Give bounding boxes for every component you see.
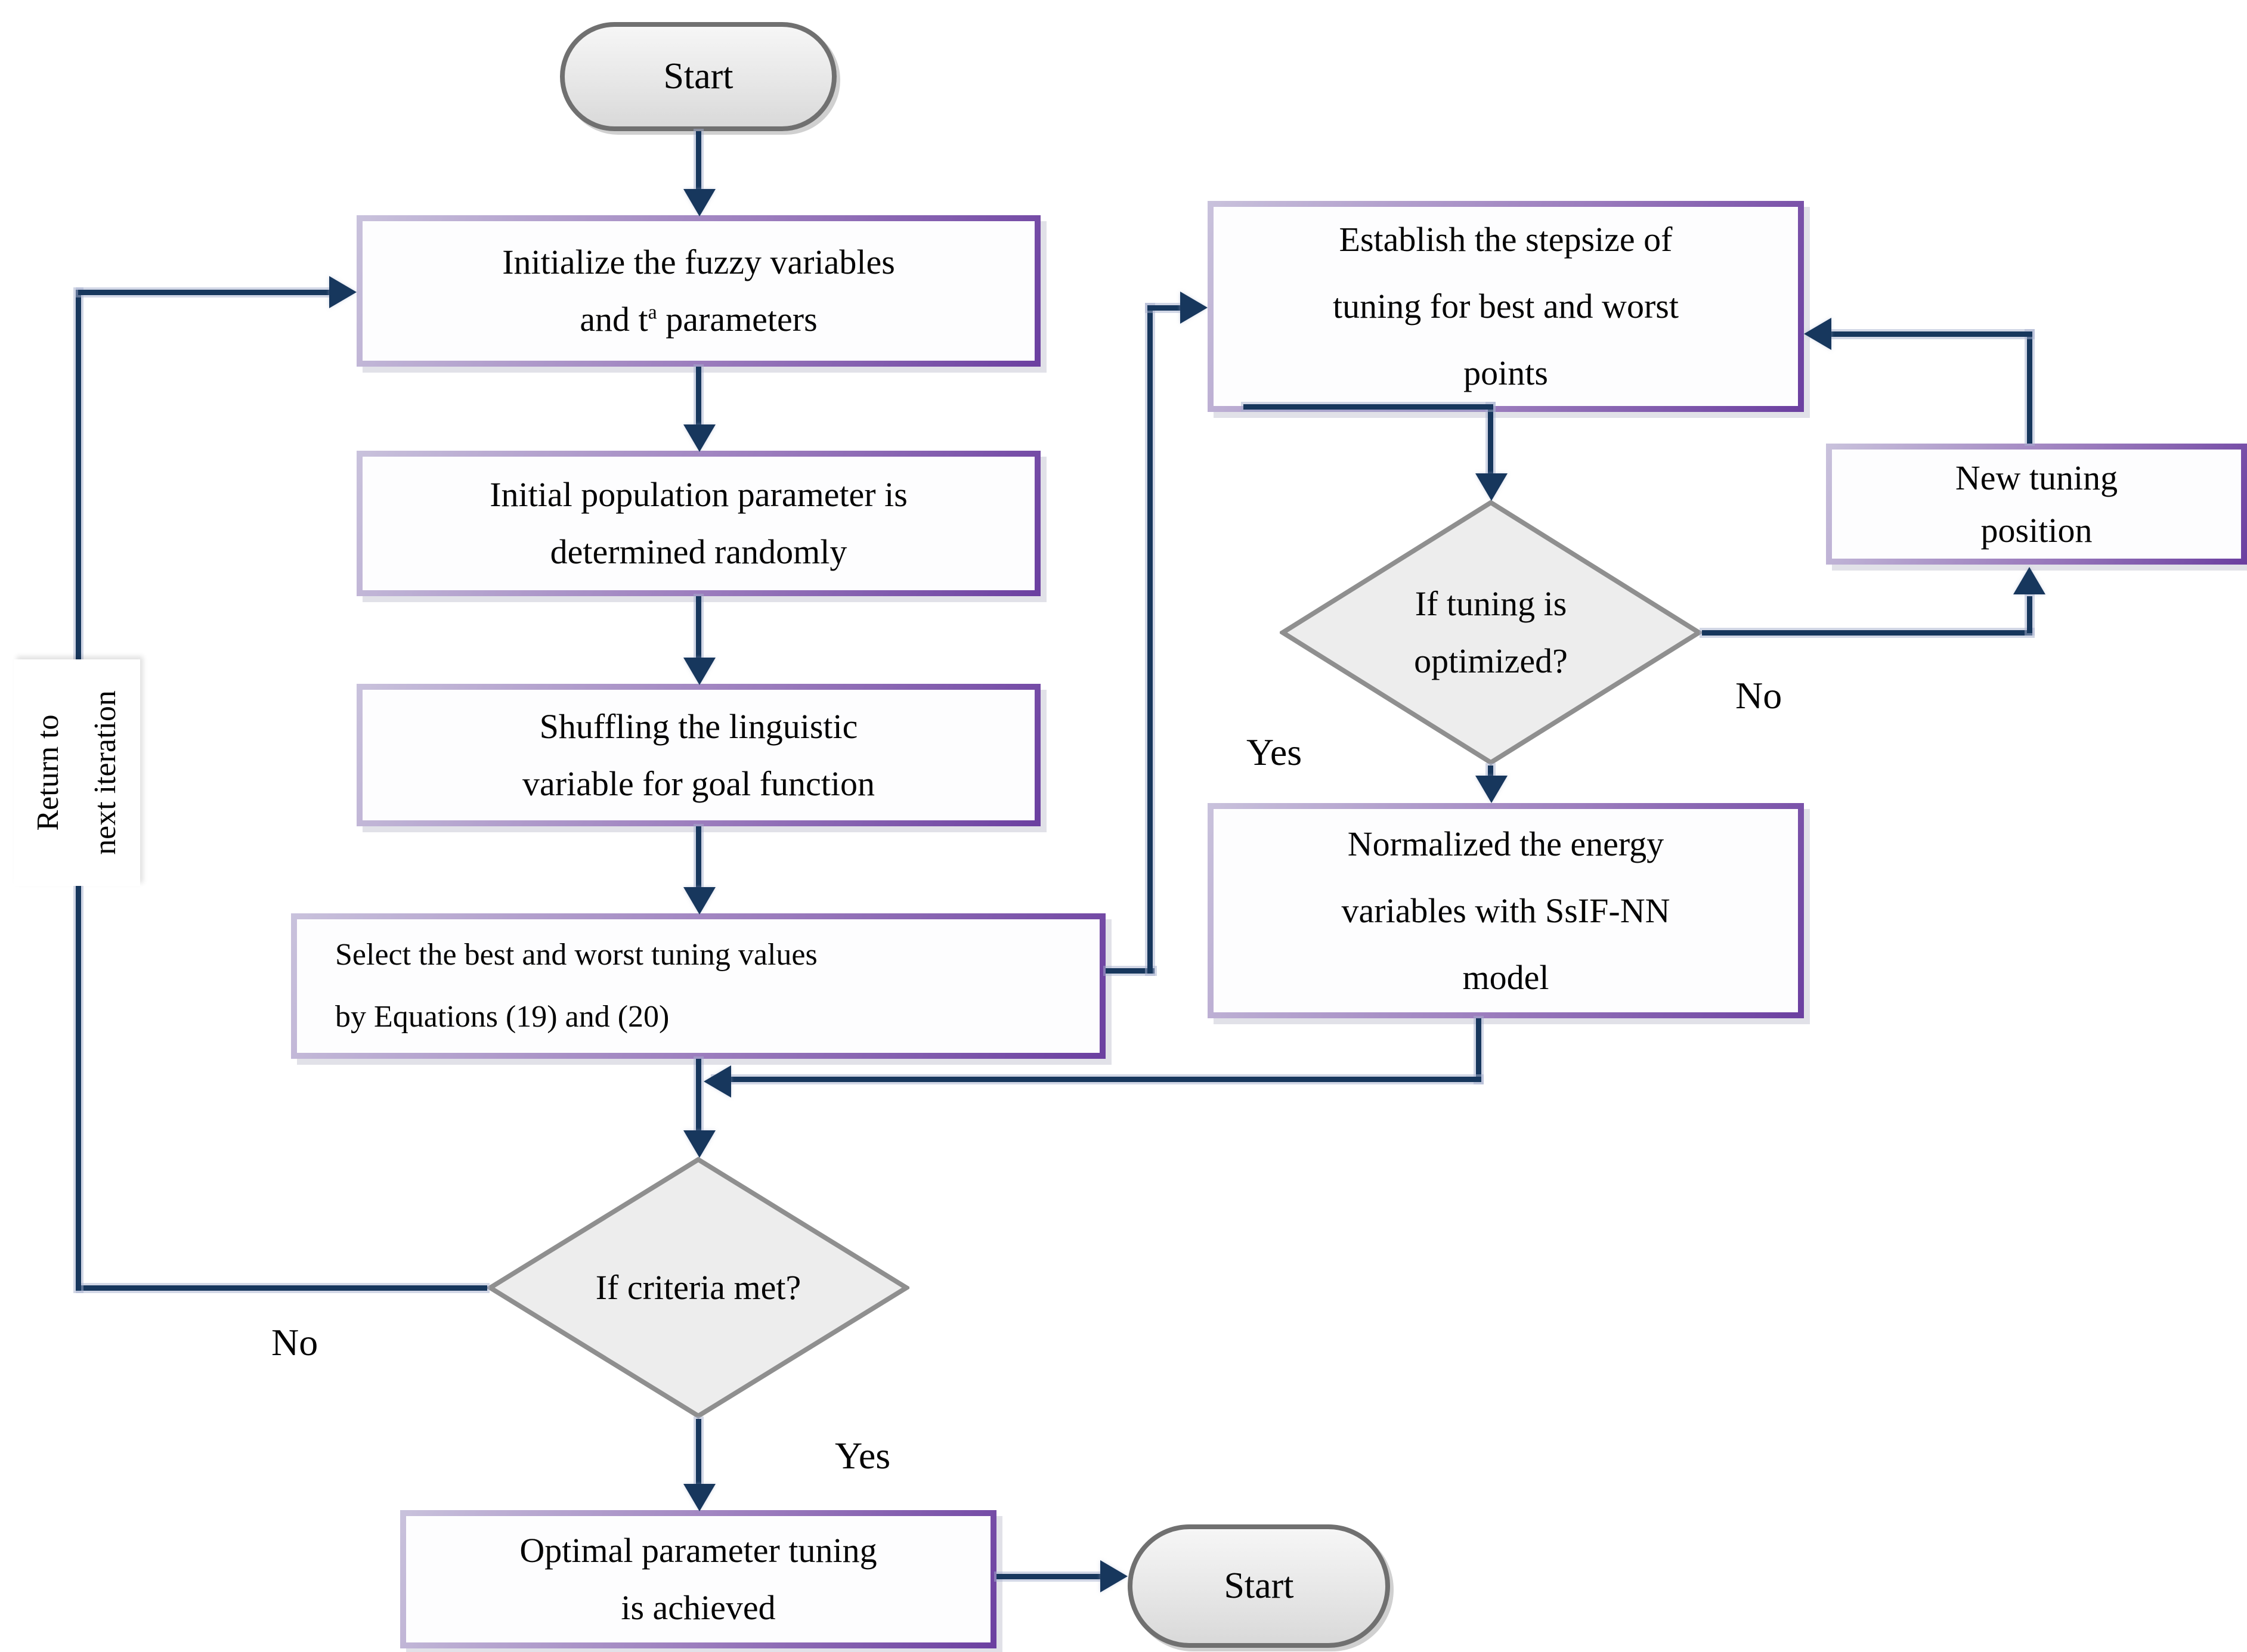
shuffling-line2: variable for goal function xyxy=(522,764,875,803)
edge-newtuning-to-establish-v xyxy=(2027,331,2032,444)
process-optimal-tuning-achieved: Optimal parameter tuning is achieved xyxy=(400,1510,996,1648)
criteria-decision-line1: If criteria met? xyxy=(595,1268,801,1307)
arrowhead-right xyxy=(1180,292,1208,324)
edge-criteria-no-loop-h xyxy=(78,290,331,295)
edge-newtuning-to-establish-h xyxy=(1822,331,2032,337)
edge-criteria-yes-v xyxy=(696,1419,701,1487)
arrowhead-right xyxy=(1100,1560,1128,1592)
edge-tuning-no-v xyxy=(2027,596,2032,633)
edge-initialize-to-population xyxy=(696,367,701,433)
select-line2: by Equations (19) and (20) xyxy=(335,1000,670,1034)
tuning-decision-line2: optimized? xyxy=(1414,641,1568,680)
population-line2: determined randomly xyxy=(550,532,847,571)
shuffling-line1: Shuffling the linguistic xyxy=(539,706,858,746)
initialize-line1: Initialize the fuzzy variables xyxy=(502,243,895,281)
optimal-line2: is achieved xyxy=(621,1588,776,1627)
edge-select-to-establish-h1 xyxy=(1106,968,1155,974)
select-line1: Select the best and worst tuning values xyxy=(335,938,818,972)
arrowhead-down xyxy=(1475,776,1508,803)
terminal-start-bottom-label: Start xyxy=(1224,1566,1294,1606)
process-new-tuning-position: New tuning position xyxy=(1826,444,2247,565)
edge-establish-to-tuning-h xyxy=(1243,404,1493,410)
label-tuning-yes: Yes xyxy=(1246,731,1302,773)
edge-criteria-no-h xyxy=(78,1285,487,1291)
process-normalized-energy: Normalized the energy variables with SsI… xyxy=(1208,803,1804,1018)
edge-normalized-merge-h xyxy=(713,1077,1481,1082)
superscript-a: a xyxy=(648,301,657,324)
arrowhead-down xyxy=(683,189,716,216)
establish-line2: tuning for best and worst xyxy=(1333,287,1679,326)
arrowhead-up xyxy=(2013,567,2045,594)
edge-tuning-yes-v xyxy=(1488,765,1493,780)
normalized-line3: model xyxy=(1462,957,1549,997)
arrowhead-left xyxy=(704,1065,731,1098)
tuning-decision-line1: If tuning is xyxy=(1415,584,1567,623)
new-tuning-line1: New tuning xyxy=(1955,458,2118,497)
edge-normalized-down-v xyxy=(1476,1018,1481,1082)
edge-establish-to-tuning-v xyxy=(1488,404,1493,474)
establish-line3: points xyxy=(1463,354,1548,392)
process-select-best-worst: Select the best and worst tuning values … xyxy=(291,913,1106,1059)
edge-tuning-no-h xyxy=(1702,630,2032,636)
establish-line1: Establish the stepsize of xyxy=(1339,220,1673,259)
return-to-next-iteration-note: Return to next iteration xyxy=(14,659,140,886)
arrowhead-down xyxy=(683,887,716,915)
arrowhead-down xyxy=(683,658,716,685)
return-note-line1: Return to xyxy=(31,714,65,831)
new-tuning-line2: position xyxy=(1980,510,2093,550)
decision-if-criteria-met: If criteria met? xyxy=(487,1157,909,1419)
normalized-line1: Normalized the energy xyxy=(1347,824,1664,863)
diamond-shape xyxy=(487,1157,909,1419)
initialize-line2: and ta parameters xyxy=(580,300,818,339)
decision-if-tuning-optimized: If tuning is optimized? xyxy=(1280,500,1702,765)
population-line1: Initial population parameter is xyxy=(490,475,908,514)
arrowhead-down xyxy=(683,1130,716,1158)
edge-population-to-shuffling xyxy=(696,596,701,667)
label-criteria-yes: Yes xyxy=(835,1434,891,1477)
process-shuffling-linguistic: Shuffling the linguistic variable for go… xyxy=(357,684,1041,826)
normalized-line2: variables with SsIF-NN xyxy=(1341,891,1670,930)
terminal-start-top-label: Start xyxy=(663,56,733,97)
terminal-start-top: Start xyxy=(560,22,837,131)
return-note-line2: next iteration xyxy=(88,690,122,855)
label-tuning-no: No xyxy=(1735,674,1782,717)
arrowhead-down xyxy=(683,424,716,452)
diamond-shape xyxy=(1280,500,1702,765)
arrowhead-left xyxy=(1804,318,1831,350)
terminal-start-bottom: Start xyxy=(1128,1524,1390,1648)
process-initialize-fuzzy-variables: Initialize the fuzzy variables and ta pa… xyxy=(357,215,1041,367)
arrowhead-right xyxy=(329,276,357,308)
edge-select-to-establish-h2 xyxy=(1147,305,1184,311)
arrowhead-down xyxy=(1475,473,1508,501)
edge-optimal-to-start-h xyxy=(996,1574,1103,1579)
edge-start-to-initialize xyxy=(696,131,701,198)
optimal-line1: Optimal parameter tuning xyxy=(519,1531,877,1570)
process-establish-stepsize: Establish the stepsize of tuning for bes… xyxy=(1208,201,1804,412)
arrowhead-down xyxy=(683,1484,716,1511)
label-criteria-no: No xyxy=(271,1321,318,1363)
edge-select-to-establish-v xyxy=(1147,305,1153,974)
process-initial-population: Initial population parameter is determin… xyxy=(357,451,1041,596)
edge-select-to-criteria-v xyxy=(696,1059,701,1133)
edge-shuffling-to-select xyxy=(696,826,701,896)
